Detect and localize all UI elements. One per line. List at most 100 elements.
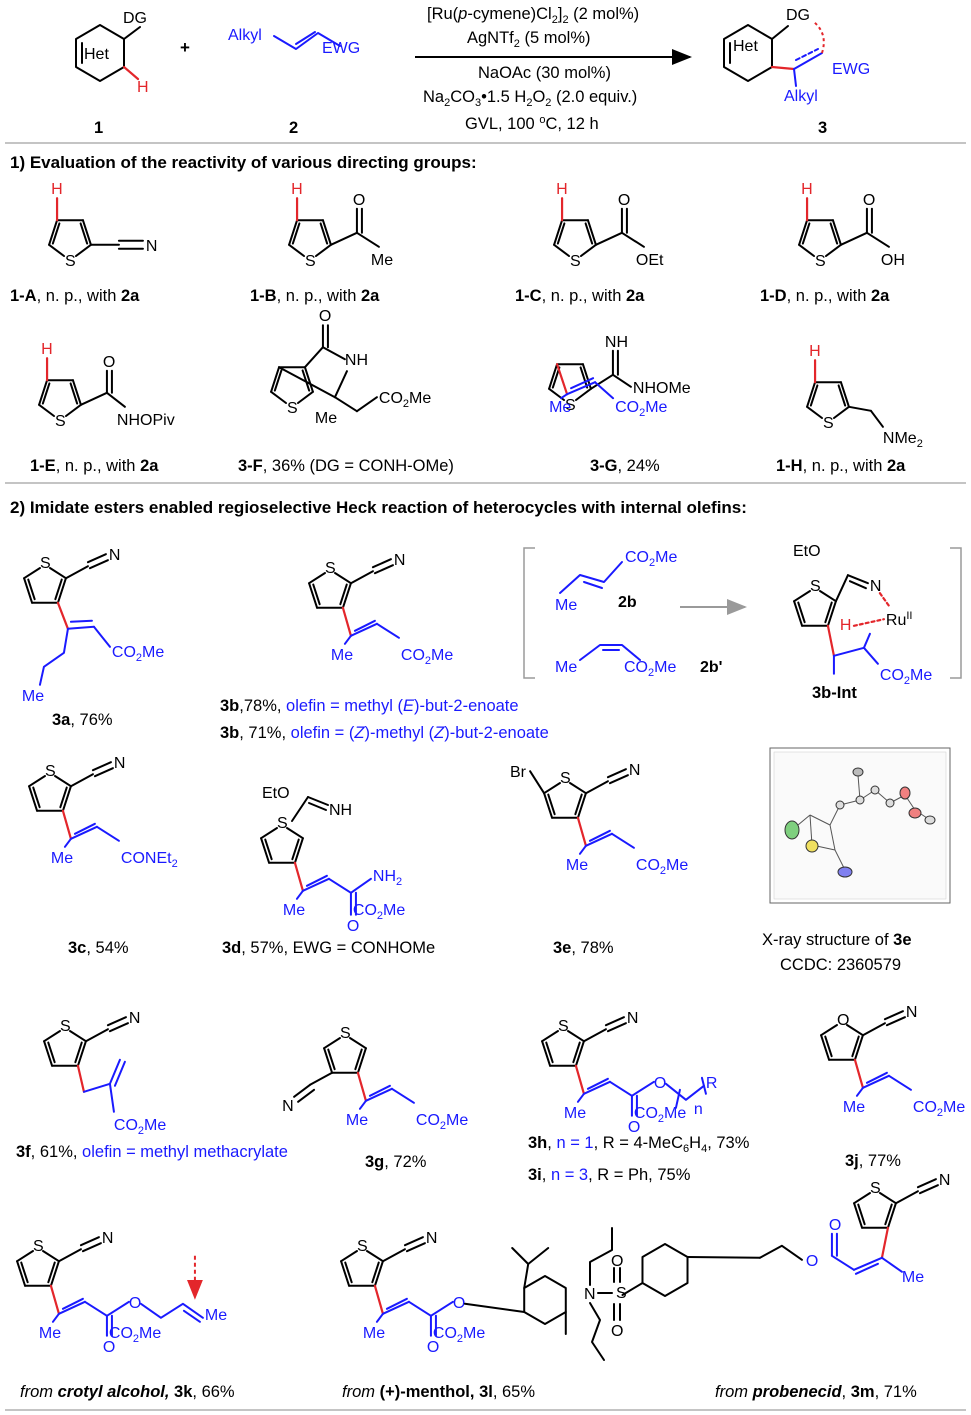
ethoxy: EtO bbox=[793, 543, 821, 560]
caption-3m: from probenecid, 3m, 71% bbox=[715, 1383, 917, 1401]
bromine: Br bbox=[510, 764, 527, 781]
methyl: Me bbox=[363, 1325, 385, 1342]
methyl: Me bbox=[315, 410, 337, 427]
caption-3c: 3c, 54% bbox=[68, 939, 129, 957]
ring-heteroatom: S bbox=[40, 555, 51, 572]
xray-structure bbox=[769, 747, 951, 904]
ewg-group: CO2Me bbox=[913, 1099, 965, 1119]
caption-1-E: 1-E, n. p., with 2a bbox=[30, 457, 159, 475]
carbonyl-o: O bbox=[353, 192, 365, 209]
ether-o: O bbox=[806, 1253, 818, 1270]
section1-title: 1) Evaluation of the reactivity of vario… bbox=[10, 153, 477, 172]
ewg-group: CO2Me bbox=[353, 902, 405, 922]
xray-caption-2: CCDC: 2360579 bbox=[780, 956, 901, 974]
benzene-ring bbox=[641, 1243, 689, 1297]
label-1: 1 bbox=[94, 119, 103, 137]
caption-3g: 3g, 72% bbox=[365, 1153, 427, 1171]
methyl: Me bbox=[346, 1112, 368, 1129]
ring-heteroatom: O bbox=[837, 1012, 849, 1029]
amide-nh2: NH2 bbox=[373, 868, 402, 888]
ewg-group: CO2Me bbox=[634, 1105, 686, 1125]
cond-oxidant: Na2CO3•1.5 H2O2 (2.0 equiv.) bbox=[423, 88, 637, 109]
imidate-n: N bbox=[870, 578, 882, 595]
ewg-group: CO2Me bbox=[433, 1325, 485, 1345]
thiophene-ring: S bbox=[798, 219, 842, 270]
ring-heteroatom: S bbox=[810, 578, 821, 595]
product-het-label: Het bbox=[733, 38, 758, 55]
cond-silver: AgNTf2 (5 mol%) bbox=[467, 29, 590, 50]
olefin-2-structure: Alkyl EWG bbox=[228, 27, 360, 57]
caption-3k: from crotyl alcohol, 3k, 66% bbox=[20, 1383, 235, 1401]
cond-solvent: GVL, 100 oC, 12 h bbox=[465, 114, 599, 133]
2b-me: Me bbox=[555, 597, 577, 614]
n-index: n bbox=[694, 1101, 703, 1118]
h-atom: H bbox=[801, 181, 813, 198]
2b-co2me: CO2Me bbox=[625, 549, 677, 569]
2b-prime-me: Me bbox=[555, 659, 577, 676]
het-label: Het bbox=[84, 46, 109, 63]
methyl: Me bbox=[566, 857, 588, 874]
product-alkyl-label: Alkyl bbox=[784, 88, 818, 105]
ruthenium: RuII bbox=[886, 610, 913, 629]
nitrile-n: N bbox=[906, 1004, 918, 1021]
caption-3h: 3h, n = 1, R = 4-MeC6H4, 73% bbox=[528, 1134, 750, 1155]
mechanism-box: Me CO2Me 2b Me CO2Me 2b' bbox=[523, 547, 962, 679]
ester-o: O bbox=[427, 1339, 439, 1356]
ring-heteroatom: S bbox=[558, 1018, 569, 1035]
ring-heteroatom: S bbox=[277, 815, 288, 832]
carbonyl-o: O bbox=[103, 354, 115, 371]
ewg-group: CO2Me bbox=[401, 647, 453, 667]
sulfur-atom: S bbox=[570, 253, 581, 270]
h-atom: H bbox=[809, 343, 821, 360]
sulfonyl-o2: O bbox=[611, 1323, 623, 1340]
thiophene-ring: S bbox=[270, 366, 314, 417]
section2-title: 2) Imidate esters enabled regioselective… bbox=[10, 498, 747, 517]
substrate-1-structure: Het DG H bbox=[75, 10, 149, 96]
lactam-nh: NH bbox=[345, 352, 368, 369]
thiophene-ring: S bbox=[38, 379, 82, 430]
h-atom: H bbox=[556, 181, 568, 198]
caption-3d: 3d, 57%, EWG = CONHOMe bbox=[222, 939, 435, 957]
dimethylamino: NMe2 bbox=[883, 430, 923, 450]
nitrile-n: N bbox=[109, 547, 121, 564]
h-atom: H bbox=[51, 181, 63, 198]
xray-caption-1: X-ray structure of 3e bbox=[762, 931, 912, 949]
methyl: Me bbox=[843, 1099, 865, 1116]
caption-3-G: 3-G, 24% bbox=[590, 457, 660, 475]
plus-sign: + bbox=[180, 38, 190, 57]
r-group: R bbox=[706, 1075, 718, 1092]
ether-o: O bbox=[654, 1075, 666, 1092]
ester-group: CO2Me bbox=[114, 1117, 166, 1137]
cond-base: NaOAc (30 mol%) bbox=[478, 64, 611, 82]
general-reaction: Het DG H + Alkyl EWG 1 2 [Ru(p-cymene)Cl… bbox=[75, 5, 870, 137]
nitrile-n: N bbox=[426, 1230, 438, 1247]
nitrile-n: N bbox=[282, 1098, 294, 1115]
sulfur-atom: S bbox=[565, 397, 576, 414]
sulfur-atom: S bbox=[287, 400, 298, 417]
nitrile-n: N bbox=[939, 1172, 951, 1189]
nitrile-n: N bbox=[129, 1010, 141, 1027]
h-atom: H bbox=[41, 341, 53, 358]
ewg-group: CO2Me bbox=[109, 1325, 161, 1345]
amide-o: O bbox=[347, 918, 359, 935]
sulfur-atom: S bbox=[55, 413, 66, 430]
product-3-structure: Het DG EWG Alkyl bbox=[723, 7, 870, 105]
h-label: H bbox=[137, 79, 149, 96]
thiophene-ring: S bbox=[288, 219, 332, 270]
methyl: Me bbox=[902, 1269, 924, 1286]
caption-3l: from (+)-menthol, 3l, 65% bbox=[342, 1383, 535, 1401]
